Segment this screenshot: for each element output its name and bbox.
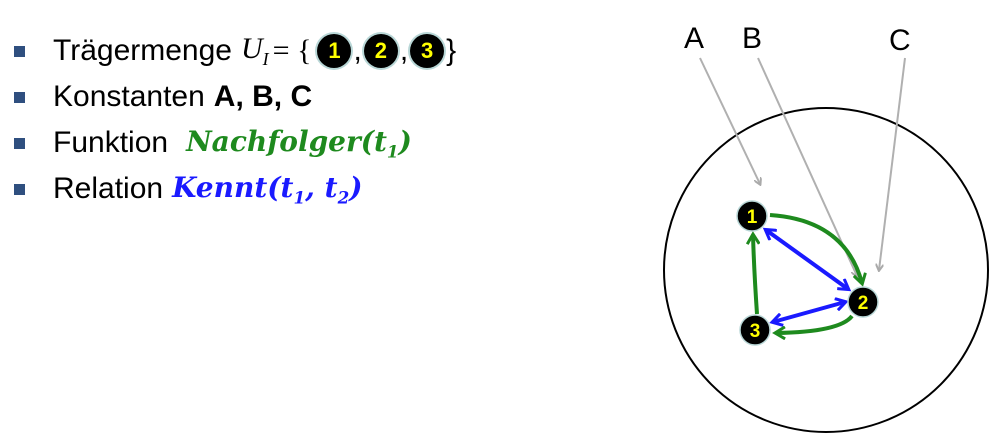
item-label: Konstanten xyxy=(53,80,205,113)
successor-arrow-1-2 xyxy=(769,213,862,283)
node-1: 1 xyxy=(736,200,768,232)
bullet-icon xyxy=(14,45,25,57)
set-symbol: UI xyxy=(240,32,269,69)
knows-arrow-1-2 xyxy=(766,230,848,289)
list-item-konstanten: Konstanten A, B, C xyxy=(14,74,456,120)
item-label: Trägermenge xyxy=(53,34,232,67)
label-c: C xyxy=(889,24,911,57)
list-item-traegermenge: Trägermenge UI = { 1,2,3 } xyxy=(14,28,456,74)
node-badge-1: 1 xyxy=(317,34,352,68)
label-a: A xyxy=(684,22,704,55)
relation-name: Kennt(t1, t2) xyxy=(172,170,363,208)
svg-text:1: 1 xyxy=(747,207,758,228)
node-3: 3 xyxy=(739,314,771,346)
successor-arrow-2-3 xyxy=(776,314,854,333)
node-2: 2 xyxy=(847,286,879,318)
svg-text:3: 3 xyxy=(750,321,761,342)
node-badge-3: 3 xyxy=(410,34,445,68)
bullet-icon xyxy=(14,91,25,103)
svg-text:2: 2 xyxy=(858,293,869,314)
item-label: Funktion xyxy=(53,126,169,159)
equals-open: = { xyxy=(272,34,312,67)
separator: , xyxy=(353,34,362,67)
label-b: B xyxy=(742,22,762,55)
bullet-icon xyxy=(14,137,25,149)
node-badge-2: 2 xyxy=(363,34,398,68)
bullet-icon xyxy=(14,183,25,195)
constants: A, B, C xyxy=(213,80,313,113)
pointer-arrow-a xyxy=(699,57,760,184)
pointer-arrow-c xyxy=(879,57,906,270)
list-item-funktion: Funktion Nachfolger(t1) xyxy=(14,120,456,166)
list-item-relation: Relation Kennt(t1, t2) xyxy=(14,166,456,212)
separator: , xyxy=(399,34,409,67)
knows-arrow-2-3 xyxy=(773,302,845,322)
function-name: Nachfolger(t1) xyxy=(186,124,412,162)
successor-arrow-3-1 xyxy=(753,235,757,315)
universe-circle xyxy=(663,107,989,433)
item-label: Relation xyxy=(53,172,164,205)
brace-close: } xyxy=(446,34,457,67)
bullet-list: Trägermenge UI = { 1,2,3 } Konstanten A,… xyxy=(14,28,456,212)
